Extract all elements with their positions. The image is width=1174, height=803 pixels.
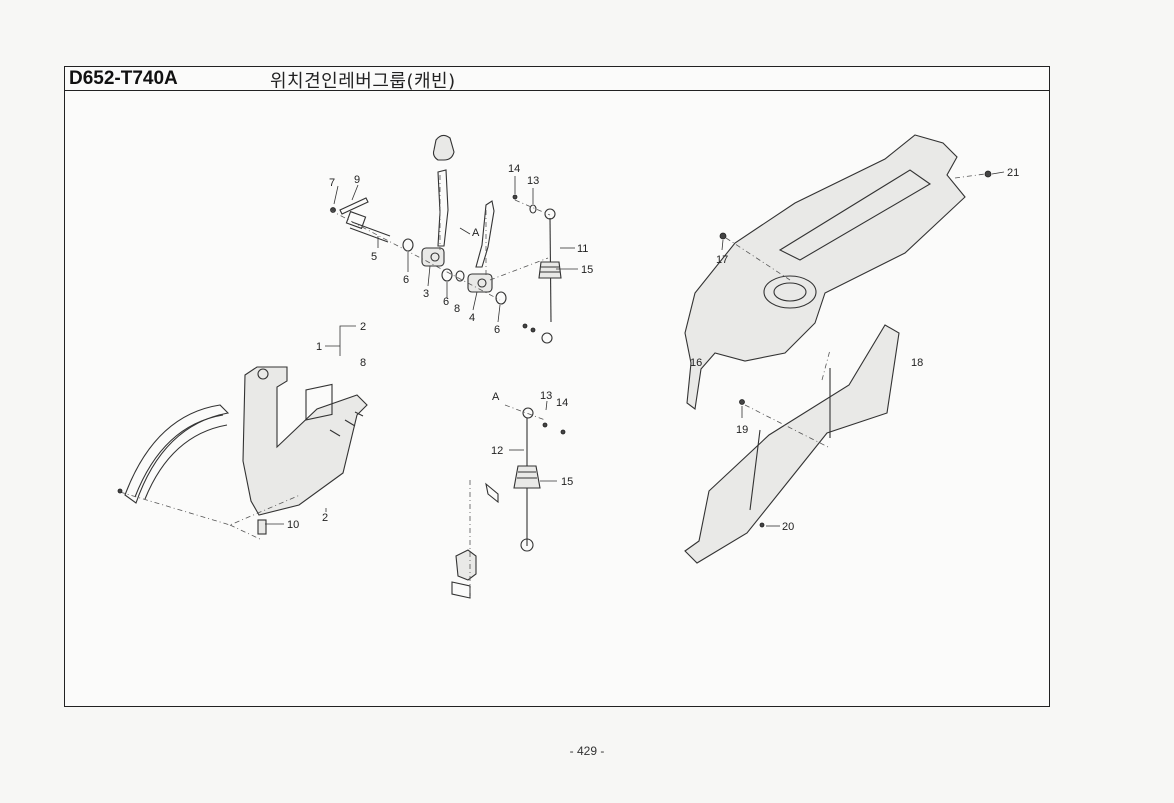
callout-8a: 8 [454,303,460,315]
title-bar: D652-T740A 위치견인레버그룹(캐빈) [65,67,1049,92]
callout-10: 10 [287,519,299,531]
callout-18: 18 [911,357,923,369]
panel-18 [684,324,900,564]
cover-16 [684,134,966,410]
callout-A2: A [492,391,500,403]
bracket-assembly [117,366,368,541]
callout-13a: 13 [527,175,539,187]
callout-14b: 14 [556,397,568,409]
lever-3-hub [421,247,445,267]
arc-quadrant [124,404,230,504]
lower-clevis [455,549,477,581]
callout-20: 20 [782,521,794,533]
callout-2a: 2 [360,321,366,333]
lever-3 [437,169,449,247]
callout-6a: 6 [403,274,409,286]
callout-1: 1 [316,341,322,353]
callout-8b: 8 [360,357,366,369]
callout-2b: 2 [322,512,328,524]
screw-20 [759,522,765,528]
callout-9: 9 [354,174,360,186]
rod-end [541,332,553,344]
clip-21 [984,170,992,178]
boot-15 [538,261,562,279]
screw-19 [739,399,745,405]
callout-13b: 13 [540,390,552,402]
screw-17 [719,232,727,240]
callout-15a: 15 [581,264,593,276]
callout-21: 21 [1007,167,1019,179]
page-number: - 429 - [569,744,605,758]
console-assembly [684,134,992,564]
callout-7: 7 [329,177,335,189]
model-code: D652-T740A [69,68,178,89]
callout-6b: 6 [443,296,449,308]
callout-11: 11 [577,243,588,255]
callout-3: 3 [423,288,429,300]
upper-lever-assembly [329,134,562,344]
shift-boot-opening [763,275,817,309]
callout-16: 16 [690,357,702,369]
callout-14a: 14 [508,163,520,175]
callout-19: 19 [736,424,748,436]
boot-15-lower [513,465,541,489]
callout-4: 4 [469,312,475,324]
callout-A1: A [472,227,480,239]
group-title: 위치견인레버그룹(캐빈) [270,71,456,92]
leader-lines [265,171,1005,527]
callout-15b: 15 [561,476,573,488]
lever-4 [475,200,495,268]
lower-lever-assembly [451,404,566,600]
callout-12: 12 [491,445,503,457]
lever-knob [432,134,455,161]
bracket-2 [242,366,368,516]
callout-5: 5 [371,251,377,263]
callout-6c: 6 [494,324,500,336]
shaft-5 [349,221,391,243]
callout-labels: 7 9 5 6 3 6 8 4 6 14 13 11 15 A 1 2 8 2 … [287,163,1019,533]
callout-17: 17 [716,254,728,266]
